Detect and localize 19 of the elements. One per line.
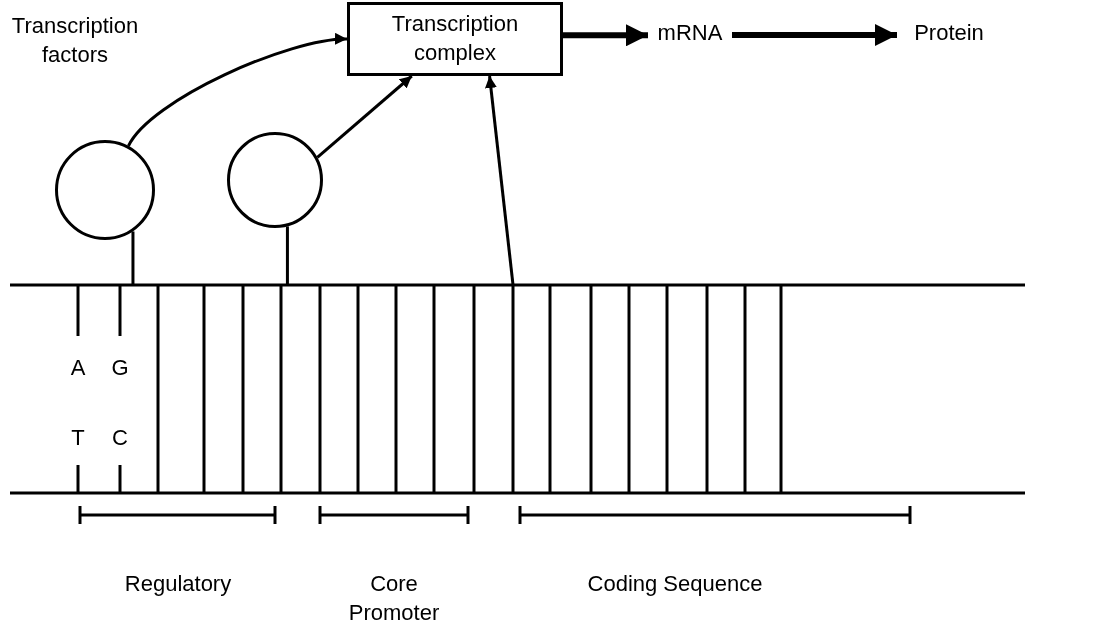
- complex-box: Transcription complex: [347, 2, 563, 76]
- base-letter: A: [69, 354, 87, 382]
- base-letter: T: [70, 424, 86, 452]
- region-label: Core Promoter: [347, 570, 441, 627]
- base-letter: C: [111, 424, 129, 452]
- arrow: [127, 33, 348, 147]
- stem-line: [285, 226, 289, 285]
- stem-line: [131, 231, 135, 285]
- molecule-label: mRNA: [648, 19, 732, 51]
- caption-label: Transcription factors: [10, 12, 140, 69]
- region-label: Coding Sequence: [586, 570, 764, 598]
- arrow: [484, 75, 515, 286]
- arrow: [316, 74, 413, 159]
- arrow: [732, 24, 897, 46]
- region-label: Regulatory: [123, 570, 233, 598]
- dna-ladder-drawing: [10, 283, 1025, 495]
- molecule-label: Protein: [897, 19, 1001, 51]
- arrow: [563, 24, 648, 47]
- base-letter: G: [110, 354, 130, 382]
